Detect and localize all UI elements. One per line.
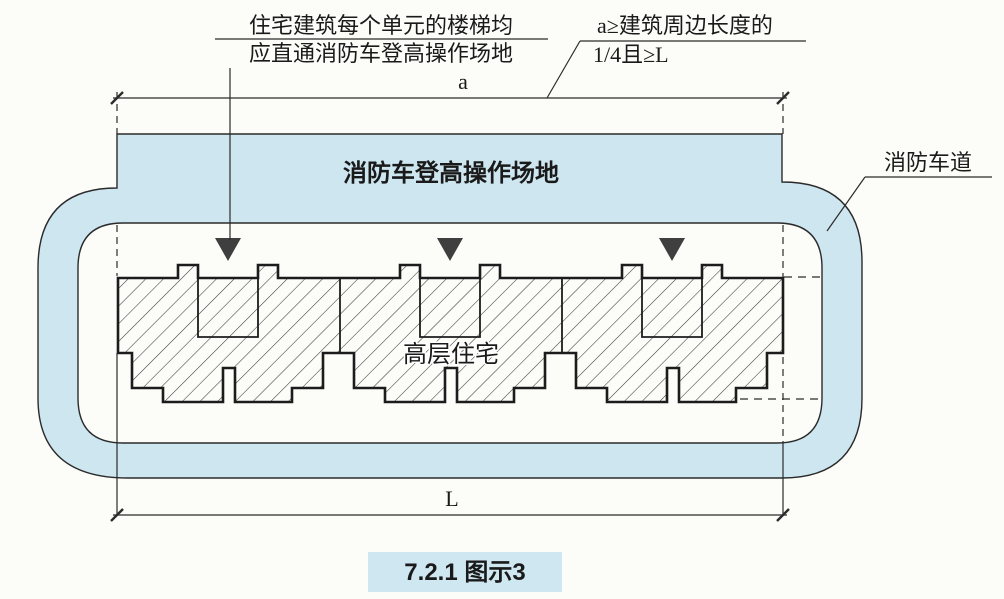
stair-arrow-icon-2 — [437, 238, 463, 261]
leader-lines — [215, 38, 992, 240]
dimension-a-label: a — [458, 69, 468, 94]
stair-arrow-icon-3 — [659, 238, 685, 261]
dimension-a — [110, 91, 790, 105]
building-footprint — [116, 263, 785, 404]
fire-lane-leader — [826, 176, 866, 232]
stair-arrow-icon-1 — [215, 238, 241, 261]
caption-text: 7.2.1 图示3 — [404, 559, 525, 586]
operation-site-label: 消防车登高操作场地 — [343, 159, 559, 187]
stair-note-line2: 应直通消防车登高操作场地 — [249, 41, 513, 66]
fire-lane-label: 消防车道 — [884, 150, 972, 175]
dim-a-note-line1: a≥建筑周边长度的 — [597, 13, 773, 38]
dimension-a-tick-right — [776, 91, 790, 105]
stair-courtyard-3 — [641, 278, 703, 338]
figure-caption: 7.2.1 图示3 — [368, 552, 562, 592]
dimension-L — [110, 508, 790, 522]
fire-lane-track — [37, 133, 863, 479]
stair-arrows — [215, 238, 685, 261]
dim-a-note-leader — [546, 40, 581, 99]
dimension-L-tick-left — [110, 508, 124, 522]
dimension-L-tick-right — [776, 508, 790, 522]
caption-background — [368, 552, 562, 592]
building-outline — [116, 263, 785, 404]
dimension-L-label: L — [445, 486, 458, 511]
dim-a-note-line2: 1/4且≥L — [593, 42, 669, 67]
stair-courtyard-1 — [197, 278, 259, 338]
building-label: 高层住宅 — [403, 341, 499, 368]
stair-note-line1: 住宅建筑每个单元的楼梯均 — [249, 13, 513, 38]
stair-courtyard-2 — [419, 278, 481, 338]
dimension-a-tick-left — [110, 91, 124, 105]
